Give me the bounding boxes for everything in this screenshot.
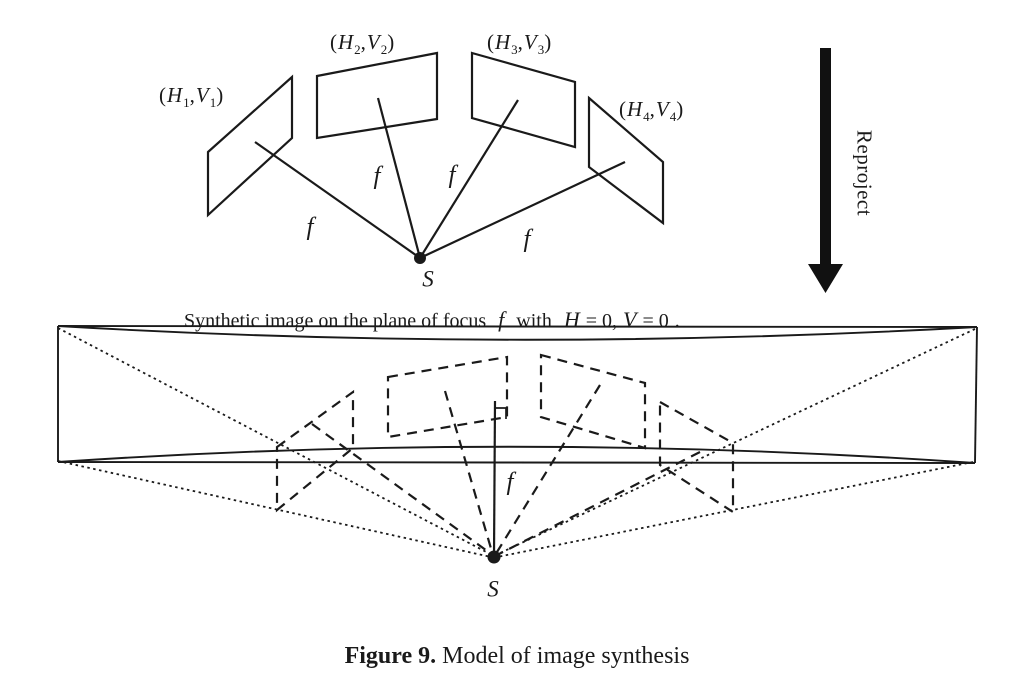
plane-label-2-h: H (338, 30, 355, 54)
camera-plane-4-outline (587, 95, 665, 226)
focal-ray-2 (376, 97, 422, 259)
plane-label-1: (H1,V1) (159, 83, 225, 111)
corner-ray-top-right (495, 328, 976, 556)
plane-label-4-sep: , (649, 97, 656, 121)
corner-ray-top-left (57, 327, 493, 556)
f-label-1: f (306, 213, 314, 241)
plane-label-1-close: ) (216, 83, 225, 107)
plane-label-1-h-sub: 1 (183, 95, 190, 111)
corner-ray-bottom-right (496, 461, 974, 558)
reprojected-plane-4-outline (658, 400, 735, 515)
reprojected-ray-4 (498, 451, 701, 555)
synthetic-plane-bottom-edge (57, 461, 976, 464)
camera-plane-1-outline (206, 74, 294, 218)
plane-label-2-v-sub: 2 (380, 42, 388, 58)
synthetic-title-v-eq: = 0 (642, 310, 669, 332)
f-label-3: f (448, 161, 456, 189)
plane-label-4-h-sub: 4 (643, 109, 650, 125)
reproject-arrow (808, 48, 843, 293)
synthetic-plane-bottom-curve (57, 445, 976, 464)
plane-label-1-sep: , (189, 83, 196, 107)
plane-label-3-v-sub: 3 (537, 42, 545, 58)
plane-label-2-open: ( (330, 30, 338, 54)
source-label-top: S (422, 266, 434, 292)
reproject-arrow-shaft (820, 48, 831, 266)
optical-axis-line (492, 400, 497, 557)
plane-label-3-open: ( (487, 30, 495, 54)
reprojected-ray-1 (311, 423, 491, 554)
figure-caption-text: Model of image synthesis (442, 643, 690, 669)
focal-ray-1 (254, 141, 421, 259)
f-label-bottom: f (506, 468, 514, 496)
synthetic-title-with: with (516, 310, 552, 332)
plane-label-4-v-sub: 4 (669, 109, 677, 125)
plane-label-2: (H2,V2) (330, 30, 396, 58)
plane-label-3-h: H (495, 30, 512, 54)
synthetic-title-lead: Synthetic image on the plane of focus (184, 310, 487, 332)
plane-label-4-close: ) (676, 97, 685, 121)
reproject-arrow-head (808, 264, 843, 293)
reproject-label: Reproject (852, 129, 877, 217)
plane-label-2-h-sub: 2 (354, 42, 361, 58)
focal-ray-3 (419, 99, 519, 259)
figure-caption: Figure 9. Model of image synthesis (345, 643, 690, 669)
synthetic-plane-right-edge (974, 326, 978, 464)
plane-label-3-close: ) (544, 30, 553, 54)
synthetic-title-h: H (563, 307, 580, 332)
camera-plane-2-outline (315, 51, 439, 140)
bottom-diagram (57, 325, 978, 564)
plane-label-1-v-sub: 1 (209, 95, 217, 111)
f-label-2: f (373, 162, 381, 190)
plane-label-4-open: ( (619, 97, 627, 121)
source-point-bottom (487, 550, 501, 564)
plane-label-3-sep: , (517, 30, 524, 54)
f-label-4: f (523, 225, 531, 253)
reprojected-plane-3-outline (539, 353, 647, 450)
plane-label-3-h-sub: 3 (511, 42, 518, 58)
synthetic-plane-top-curve (57, 325, 978, 341)
top-diagram (206, 51, 665, 264)
figure-caption-number: Figure 9. (344, 643, 437, 669)
plane-label-2-sep: , (360, 30, 367, 54)
right-angle-mark (495, 407, 507, 419)
synthetic-title-v: V (623, 307, 637, 332)
plane-label-2-close: ) (387, 30, 396, 54)
source-label-bottom: S (487, 576, 499, 602)
plane-label-1-open: ( (159, 83, 167, 107)
plane-label-1-h: H (167, 83, 184, 107)
plane-label-4: (H4,V4) (619, 97, 685, 125)
plane-label-1-v: V (195, 83, 210, 107)
plane-label-3-v: V (523, 30, 538, 54)
synthetic-title-f: f (498, 307, 505, 332)
camera-plane-3-outline (470, 51, 577, 149)
plane-label-2-v: V (366, 30, 381, 54)
corner-ray-bottom-left (57, 460, 492, 558)
plane-label-4-h: H (627, 97, 644, 121)
source-point-top (414, 252, 426, 264)
synthetic-title-period: . (674, 310, 680, 332)
reprojected-ray-2 (443, 390, 494, 553)
synthetic-plane-top-edge (57, 325, 978, 328)
synthetic-title-h-eq: = 0, (585, 310, 617, 332)
focal-ray-4 (419, 161, 626, 259)
plane-label-3: (H3,V3) (487, 30, 553, 58)
plane-label-4-v: V (655, 97, 670, 121)
